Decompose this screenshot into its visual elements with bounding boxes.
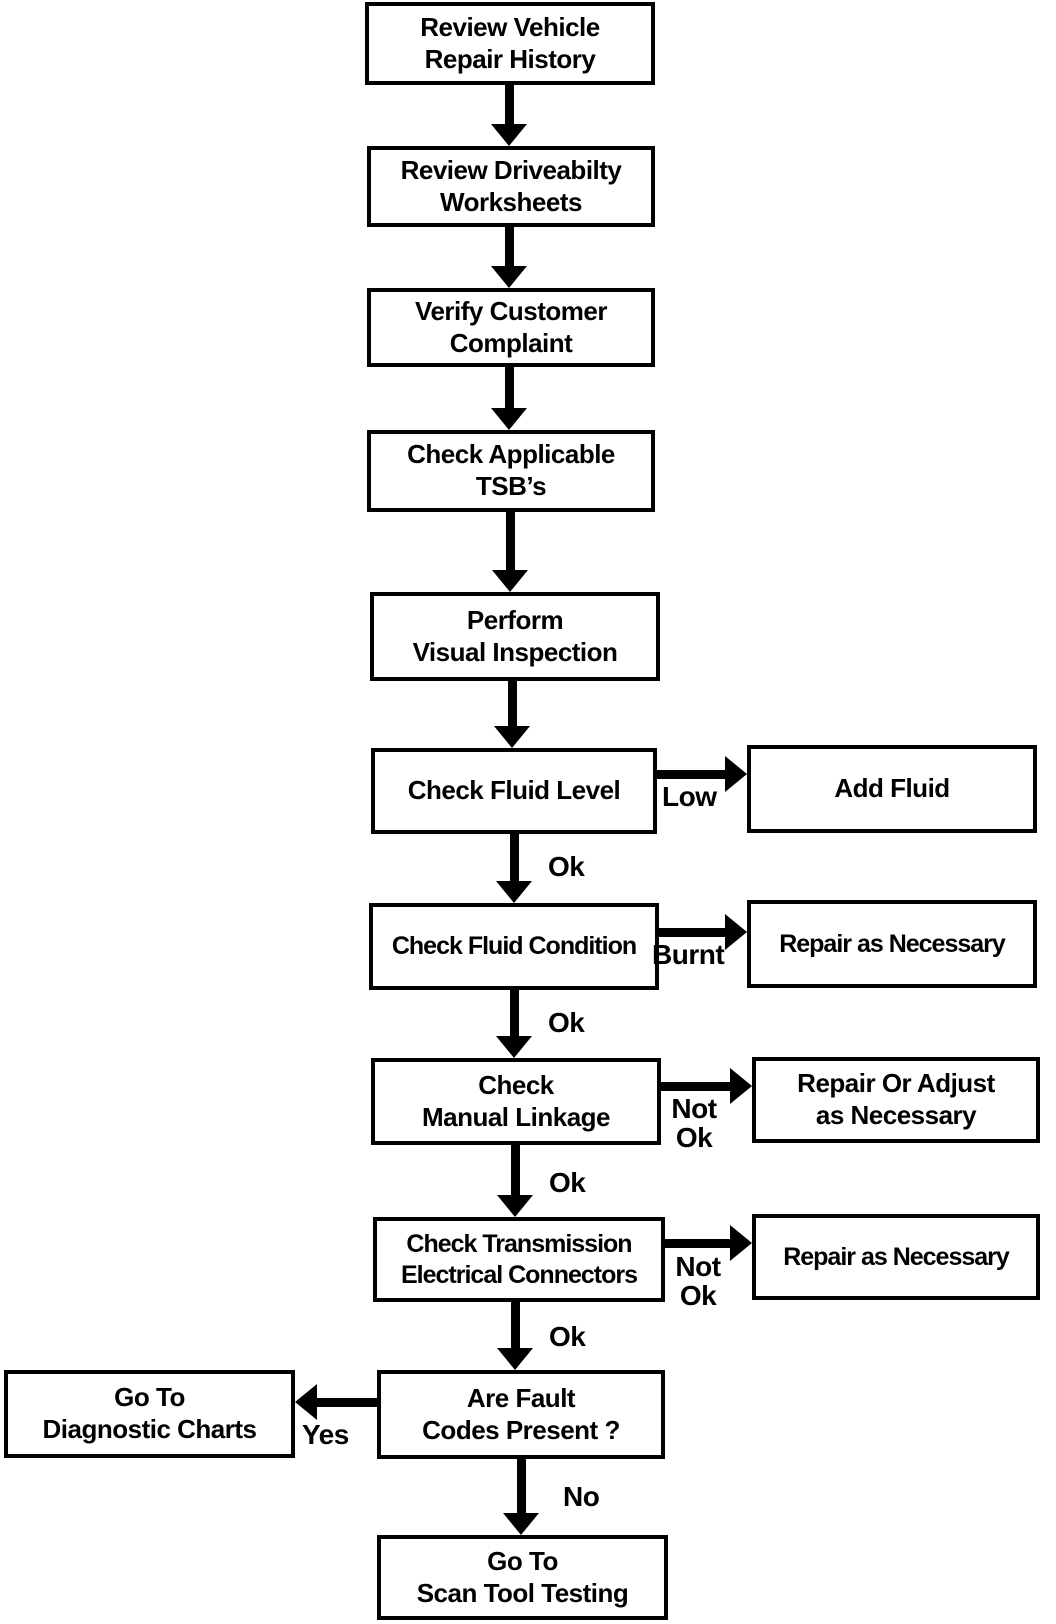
arrowhead-down-icon — [491, 408, 527, 430]
arrowhead-down-icon — [492, 570, 528, 592]
node-repair-or-adjust-as-necessary: Repair Or Adjust as Necessary — [752, 1057, 1040, 1143]
arrowhead-down-icon — [496, 1036, 532, 1058]
node-verify-customer-complaint: Verify Customer Complaint — [367, 288, 655, 367]
edge-label-ok-linkage: Ok — [549, 1167, 586, 1198]
node-check-manual-linkage: Check Manual Linkage — [371, 1058, 661, 1145]
node-review-driveabilty-worksheets: Review Driveabilty Worksheets — [367, 146, 655, 227]
arrowhead-left-icon — [295, 1384, 317, 1420]
arrowhead-down-icon — [503, 1513, 539, 1535]
node-check-transmission-electrical-connectors: Check Transmission Electrical Connectors — [373, 1217, 665, 1302]
edge-label-low: Low — [662, 781, 717, 812]
node-review-vehicle-repair-history: Review Vehicle Repair History — [365, 2, 655, 85]
arrow-condition-to-linkage — [510, 990, 519, 1038]
edge-label-not-ok-linkage: Not Ok — [671, 1093, 717, 1154]
arrowhead-right-icon — [725, 756, 747, 792]
arrowhead-down-icon — [497, 1348, 533, 1370]
arrowhead-right-icon — [725, 914, 747, 950]
arrow-history-to-worksheets — [505, 85, 514, 126]
edge-label-yes: Yes — [302, 1419, 349, 1450]
edge-label-ok-fluid-condition: Ok — [548, 1007, 585, 1038]
node-check-applicable-tsbs: Check Applicable TSB’s — [367, 430, 655, 512]
arrowhead-down-icon — [497, 1195, 533, 1217]
arrowhead-right-icon — [730, 1225, 752, 1261]
arrow-fluid-level-to-add-fluid — [657, 770, 727, 779]
node-perform-visual-inspection: Perform Visual Inspection — [370, 592, 660, 681]
arrow-linkage-to-repair-adjust — [661, 1082, 732, 1091]
edge-label-burnt: Burnt — [652, 939, 725, 970]
arrowhead-right-icon — [730, 1068, 752, 1104]
arrowhead-down-icon — [491, 266, 527, 288]
arrow-complaint-to-tsbs — [505, 367, 514, 410]
arrow-fault-codes-to-scan-tool — [517, 1459, 526, 1515]
node-are-fault-codes-present: Are Fault Codes Present ? — [377, 1370, 665, 1459]
arrowhead-down-icon — [494, 726, 530, 748]
node-go-to-scan-tool-testing: Go To Scan Tool Testing — [377, 1535, 668, 1620]
node-check-fluid-level: Check Fluid Level — [371, 748, 657, 834]
arrow-connectors-to-repair — [665, 1239, 732, 1248]
node-check-fluid-condition: Check Fluid Condition — [369, 903, 659, 990]
arrow-fluid-level-to-condition — [510, 834, 519, 883]
arrow-worksheets-to-complaint — [505, 227, 514, 268]
arrow-connectors-to-fault-codes — [511, 1302, 520, 1350]
node-add-fluid: Add Fluid — [747, 745, 1037, 833]
edge-label-ok-fluid-level: Ok — [548, 851, 585, 882]
arrow-tsbs-to-inspection — [506, 512, 515, 572]
edge-label-no: No — [563, 1481, 600, 1512]
node-go-to-diagnostic-charts: Go To Diagnostic Charts — [4, 1370, 295, 1458]
arrowhead-down-icon — [496, 881, 532, 903]
node-repair-as-necessary-fluid: Repair as Necessary — [747, 900, 1037, 988]
edge-label-not-ok-connectors: Not Ok — [675, 1251, 721, 1312]
arrow-inspection-to-fluid-level — [508, 681, 517, 728]
arrow-linkage-to-connectors — [511, 1145, 520, 1197]
arrow-fault-codes-to-diagnostic-charts — [317, 1398, 377, 1407]
arrowhead-down-icon — [491, 124, 527, 146]
edge-label-ok-connectors: Ok — [549, 1321, 586, 1352]
arrow-condition-to-repair — [659, 928, 727, 937]
node-repair-as-necessary-connectors: Repair as Necessary — [752, 1214, 1040, 1300]
